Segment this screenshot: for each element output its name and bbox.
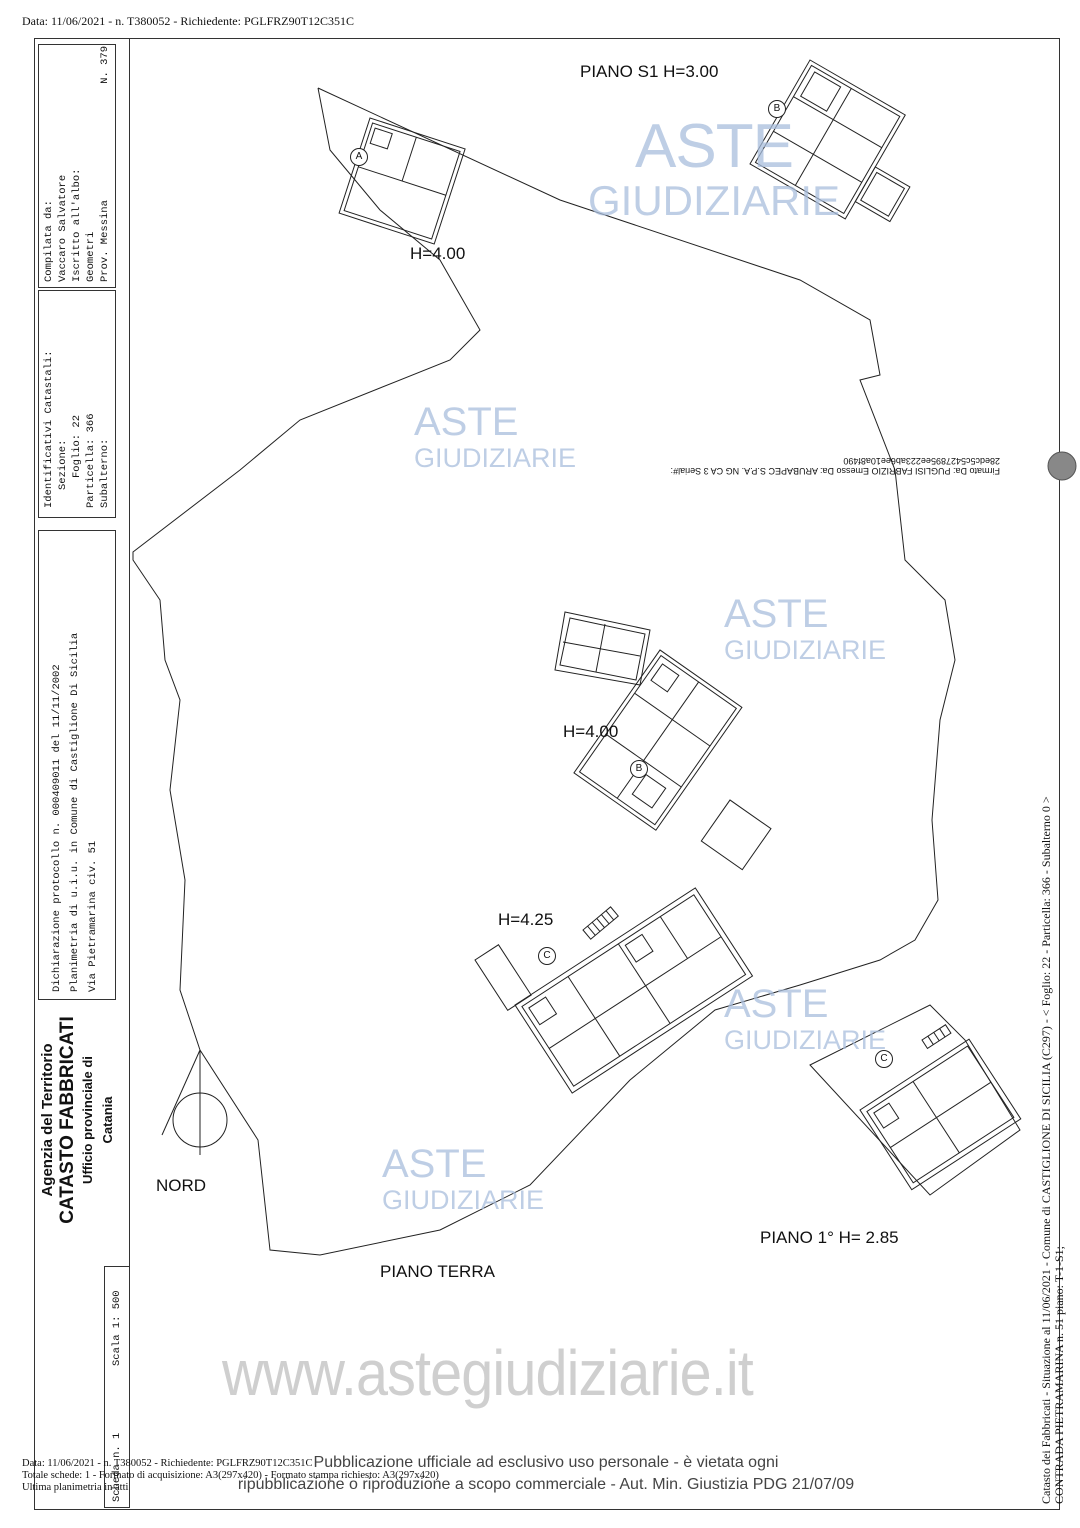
north-arrow <box>161 1049 228 1155</box>
outer-frame <box>34 38 1060 1510</box>
identificativi-box <box>38 290 116 518</box>
pub-line1: Pubblicazione ufficiale ad esclusivo uso… <box>313 1454 779 1471</box>
label-nord: NORD <box>156 1176 207 1195</box>
label-h-c: H=4.25 <box>498 910 554 929</box>
stairs-c <box>582 906 619 940</box>
pub-line2: ripubblicazione o riproduzione a scopo c… <box>237 1476 855 1493</box>
marker-c-p1: C <box>875 1050 893 1068</box>
signature-line: Firmato Da: PUGLISI FABRIZIO Emesso Da: … <box>670 456 1000 476</box>
site-watermark: www.astegiudiziarie.it <box>222 1337 754 1409</box>
footer-line3: Ultima planimetria in atti <box>22 1482 129 1493</box>
unit-a-floorplan <box>338 117 466 245</box>
label-h-a: H=4.00 <box>410 244 466 263</box>
compilata-box <box>38 44 116 288</box>
watermark-3: ASTE GIUDIZIARIE <box>724 592 887 665</box>
watermark-aste: ASTE <box>635 112 794 181</box>
watermark-giudiziarie: GIUDIZIARIE <box>588 177 841 224</box>
label-piano-1: PIANO 1° H= 2.85 <box>760 1228 899 1247</box>
label-h-b: H=4.00 <box>563 722 619 741</box>
marker-a: A <box>350 148 368 166</box>
watermark-5: ASTE GIUDIZIARIE <box>382 1142 545 1215</box>
scala-box <box>104 1266 130 1508</box>
footer-block: Data: 11/06/2021 - n. T380052 - Richiede… <box>22 1458 439 1494</box>
watermark-large: ASTE GIUDIZIARIE <box>588 112 841 228</box>
right-margin-line2: CONTRADA PIETRAMARINA n. 51 piano: T-1-S… <box>1052 1245 1066 1504</box>
marker-b-s1: B <box>768 100 786 118</box>
label-piano-terra: PIANO TERRA <box>380 1262 495 1281</box>
property-boundary <box>132 87 956 1256</box>
dichiarazione-box <box>38 530 116 1000</box>
footer-line2: Totale schede: 1 - Formato di acquisizio… <box>22 1470 439 1481</box>
unit-c-annex <box>474 944 532 1012</box>
footer-line1: Data: 11/06/2021 - n. T380052 - Richiede… <box>22 1458 313 1469</box>
header-line: Data: 11/06/2021 - n. T380052 - Richiede… <box>22 14 354 28</box>
right-margin-text: Catasto dei Fabbricati - Situazione al 1… <box>1039 704 1066 1504</box>
label-piano-s1: PIANO S1 H=3.00 <box>580 62 719 81</box>
marker-b-terra: B <box>630 760 648 778</box>
unit-c-p1-floorplan <box>809 1004 1022 1196</box>
unit-c-terra-floorplan <box>514 887 754 1094</box>
watermark-2: ASTE GIUDIZIARIE <box>414 400 577 473</box>
marker-c-terra: C <box>538 947 556 965</box>
pub-notice: Pubblicazione ufficiale ad esclusivo uso… <box>236 1452 856 1496</box>
signature-seal-icon <box>1047 451 1077 481</box>
sidebar-divider <box>34 38 130 1508</box>
watermark-4: ASTE GIUDIZIARIE <box>724 982 887 1055</box>
